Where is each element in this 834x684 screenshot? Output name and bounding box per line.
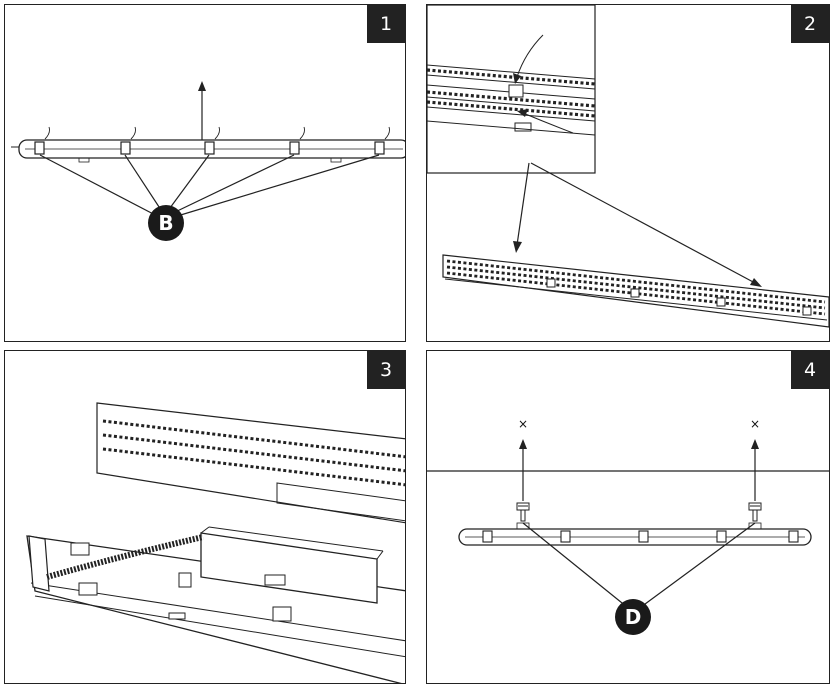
- callout-d: D: [615, 599, 651, 635]
- step-number-2: 2: [791, 5, 829, 43]
- fixture-diagram-4: [427, 439, 829, 608]
- step-3-panel: 3: [4, 350, 406, 684]
- step-number-3: 3: [367, 351, 405, 389]
- step-4-panel: 4: [426, 350, 830, 684]
- screw-mark-left: ×: [518, 417, 529, 431]
- screw-mark-right: ×: [750, 417, 761, 431]
- step-number-4: 4: [791, 351, 829, 389]
- fixture-diagram-1: [11, 81, 405, 219]
- step-number-1: 1: [367, 5, 405, 43]
- fixture-diagram-2: [427, 5, 829, 328]
- step-2-panel: 2: [426, 4, 830, 342]
- fixture-diagram-3: [26, 402, 405, 683]
- step-1-panel: 1: [4, 4, 406, 342]
- callout-b: B: [148, 205, 184, 241]
